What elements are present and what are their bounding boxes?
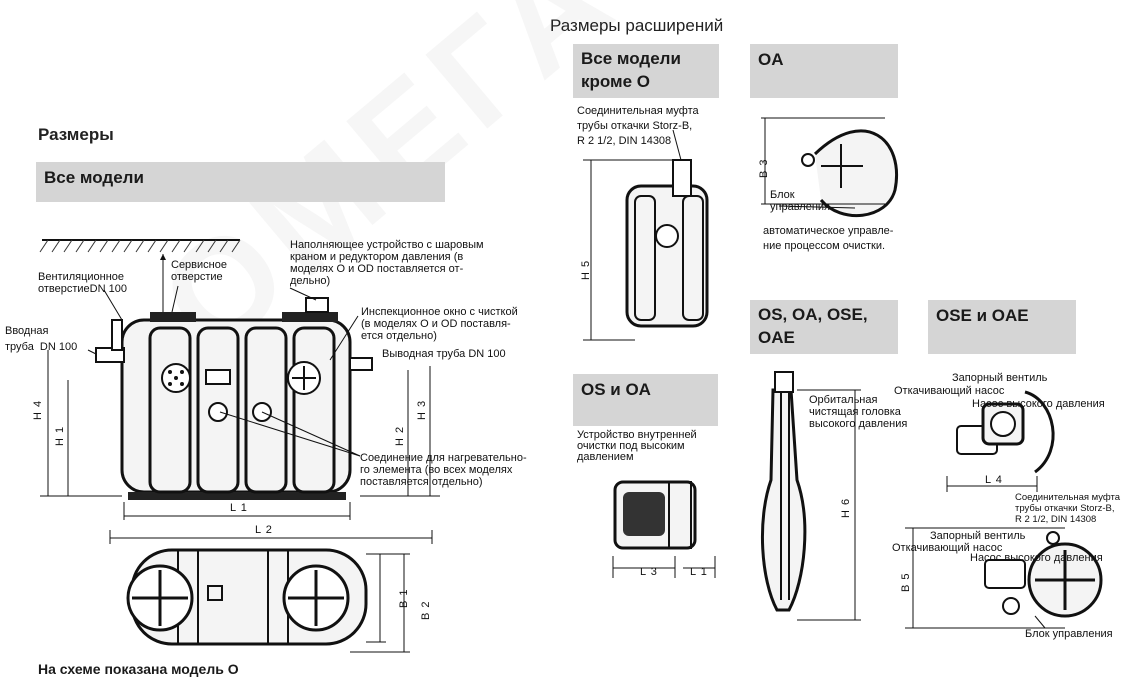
tank-side-view-drawing xyxy=(39,239,440,653)
label-filler-device: Наполняющее устройство с шаровым краном … xyxy=(290,239,484,287)
dim-b2: B 2 xyxy=(420,600,432,620)
extensions-drawing xyxy=(583,117,1103,629)
label-vent-opening: Вентиляционное отверстиеDN 100 xyxy=(38,271,127,295)
label-control-description: автоматическое управле- ние процессом оч… xyxy=(763,225,894,252)
dim-l1-ext: L 1 xyxy=(690,566,708,578)
label-service-opening: Сервисное отверстие xyxy=(171,259,227,283)
dim-b3: B 3 xyxy=(758,158,770,178)
dim-l3: L 3 xyxy=(640,566,658,578)
label-pump-1: Откачивающий насос xyxy=(894,385,1005,397)
band-os-oa: OS и OA xyxy=(573,374,718,426)
label-storz-coupling-2: Соединительная муфта трубы откачки Storz… xyxy=(1015,492,1121,525)
dim-b1: B 1 xyxy=(398,588,410,608)
dim-h2: H 2 xyxy=(394,425,406,446)
label-stop-valve-1: Запорный вентиль xyxy=(952,372,1048,384)
label-pump-2: Откачивающий насос xyxy=(892,542,1003,554)
label-hp-pump-1: Насос высокого давления xyxy=(972,398,1105,410)
footer-note: На схеме показана модель O xyxy=(38,661,239,677)
label-inspection-window: Инспекционное окно с чисткой (в моделях … xyxy=(361,306,518,342)
dim-h5: H 5 xyxy=(580,259,592,280)
label-hp-pump-2: Насос высокого давления xyxy=(970,552,1103,564)
label-heater-connection: Соединение для нагревательно- го элемент… xyxy=(360,452,527,488)
dim-h4: H 4 xyxy=(32,399,44,420)
label-orbital-head: Орбитальная чистящая головка высокого да… xyxy=(809,394,908,430)
dim-l1: L 1 xyxy=(230,502,248,514)
band-all-models: Все модели xyxy=(36,162,445,202)
dim-l4: L 4 xyxy=(985,474,1003,486)
label-inner-cleaning-device: Устройство внутренней очистки под высоки… xyxy=(577,429,697,463)
dim-h1: H 1 xyxy=(54,425,66,446)
band-ose-oae: OSE и OAE xyxy=(928,300,1076,354)
section-title-dimensions: Размеры xyxy=(38,125,114,144)
band-oa: OA xyxy=(750,44,898,98)
label-inlet-pipe: Вводная труба DN 100 xyxy=(5,325,78,353)
band-os-oa-ose-oae: OS, OA, OSE, OAE xyxy=(750,300,898,354)
label-control-block: Блок управления xyxy=(770,189,830,213)
label-storz-coupling: Соединительная муфта трубы откачки Storz… xyxy=(577,105,699,147)
band-all-except-o: Все модели кроме O xyxy=(573,44,719,98)
label-stop-valve-2: Запорный вентиль xyxy=(930,530,1026,542)
dim-l2: L 2 xyxy=(255,524,273,536)
label-outlet-pipe: Выводная труба DN 100 xyxy=(382,348,506,360)
dim-h3: H 3 xyxy=(416,399,428,420)
dim-b5: B 5 xyxy=(900,572,912,592)
dim-h6: H 6 xyxy=(840,497,852,518)
label-control-block-2: Блок управления xyxy=(1025,628,1113,640)
section-title-extensions: Размеры расширений xyxy=(550,16,724,35)
